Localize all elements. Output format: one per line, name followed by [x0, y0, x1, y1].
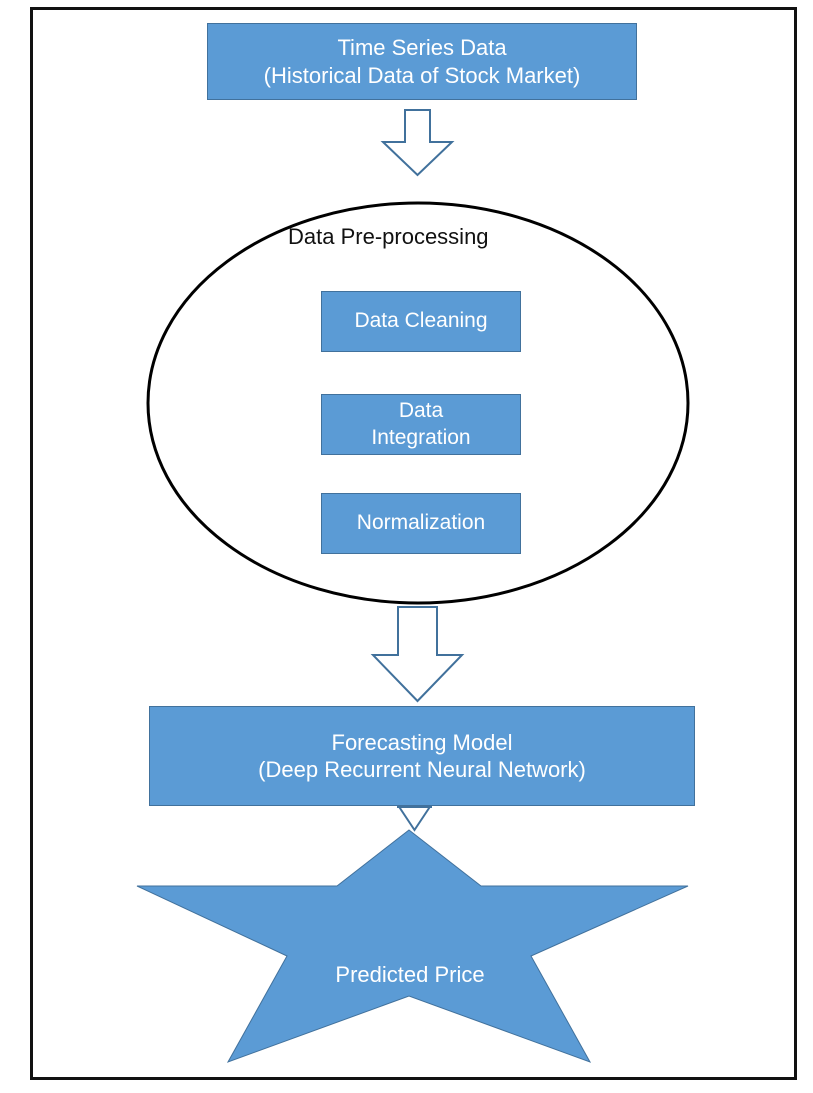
- normalization-box: Normalization: [321, 493, 521, 554]
- predicted-price-star: [136, 829, 689, 1063]
- arrow-down-1: [380, 109, 455, 177]
- forecasting-model-subtitle: (Deep Recurrent Neural Network): [258, 757, 586, 782]
- data-integration-label-line1: Data: [398, 399, 444, 423]
- data-integration-box: Data Integration: [321, 394, 521, 455]
- predicted-price-label: Predicted Price: [335, 962, 485, 987]
- time-series-data-box: Time Series Data (Historical Data of Sto…: [207, 23, 637, 100]
- time-series-subtitle: (Historical Data of Stock Market): [263, 62, 581, 88]
- forecasting-model-box: Forecasting Model (Deep Recurrent Neural…: [149, 706, 695, 806]
- normalization-label: Normalization: [356, 511, 486, 535]
- data-integration-label-line2: Integration: [371, 425, 471, 449]
- arrow-down-2: [370, 606, 465, 703]
- forecasting-model-title: Forecasting Model: [331, 729, 513, 755]
- time-series-title: Time Series Data: [337, 35, 507, 60]
- preprocessing-title: Data Pre-processing: [288, 224, 489, 249]
- data-cleaning-label: Data Cleaning: [354, 309, 488, 333]
- data-cleaning-box: Data Cleaning: [321, 291, 521, 352]
